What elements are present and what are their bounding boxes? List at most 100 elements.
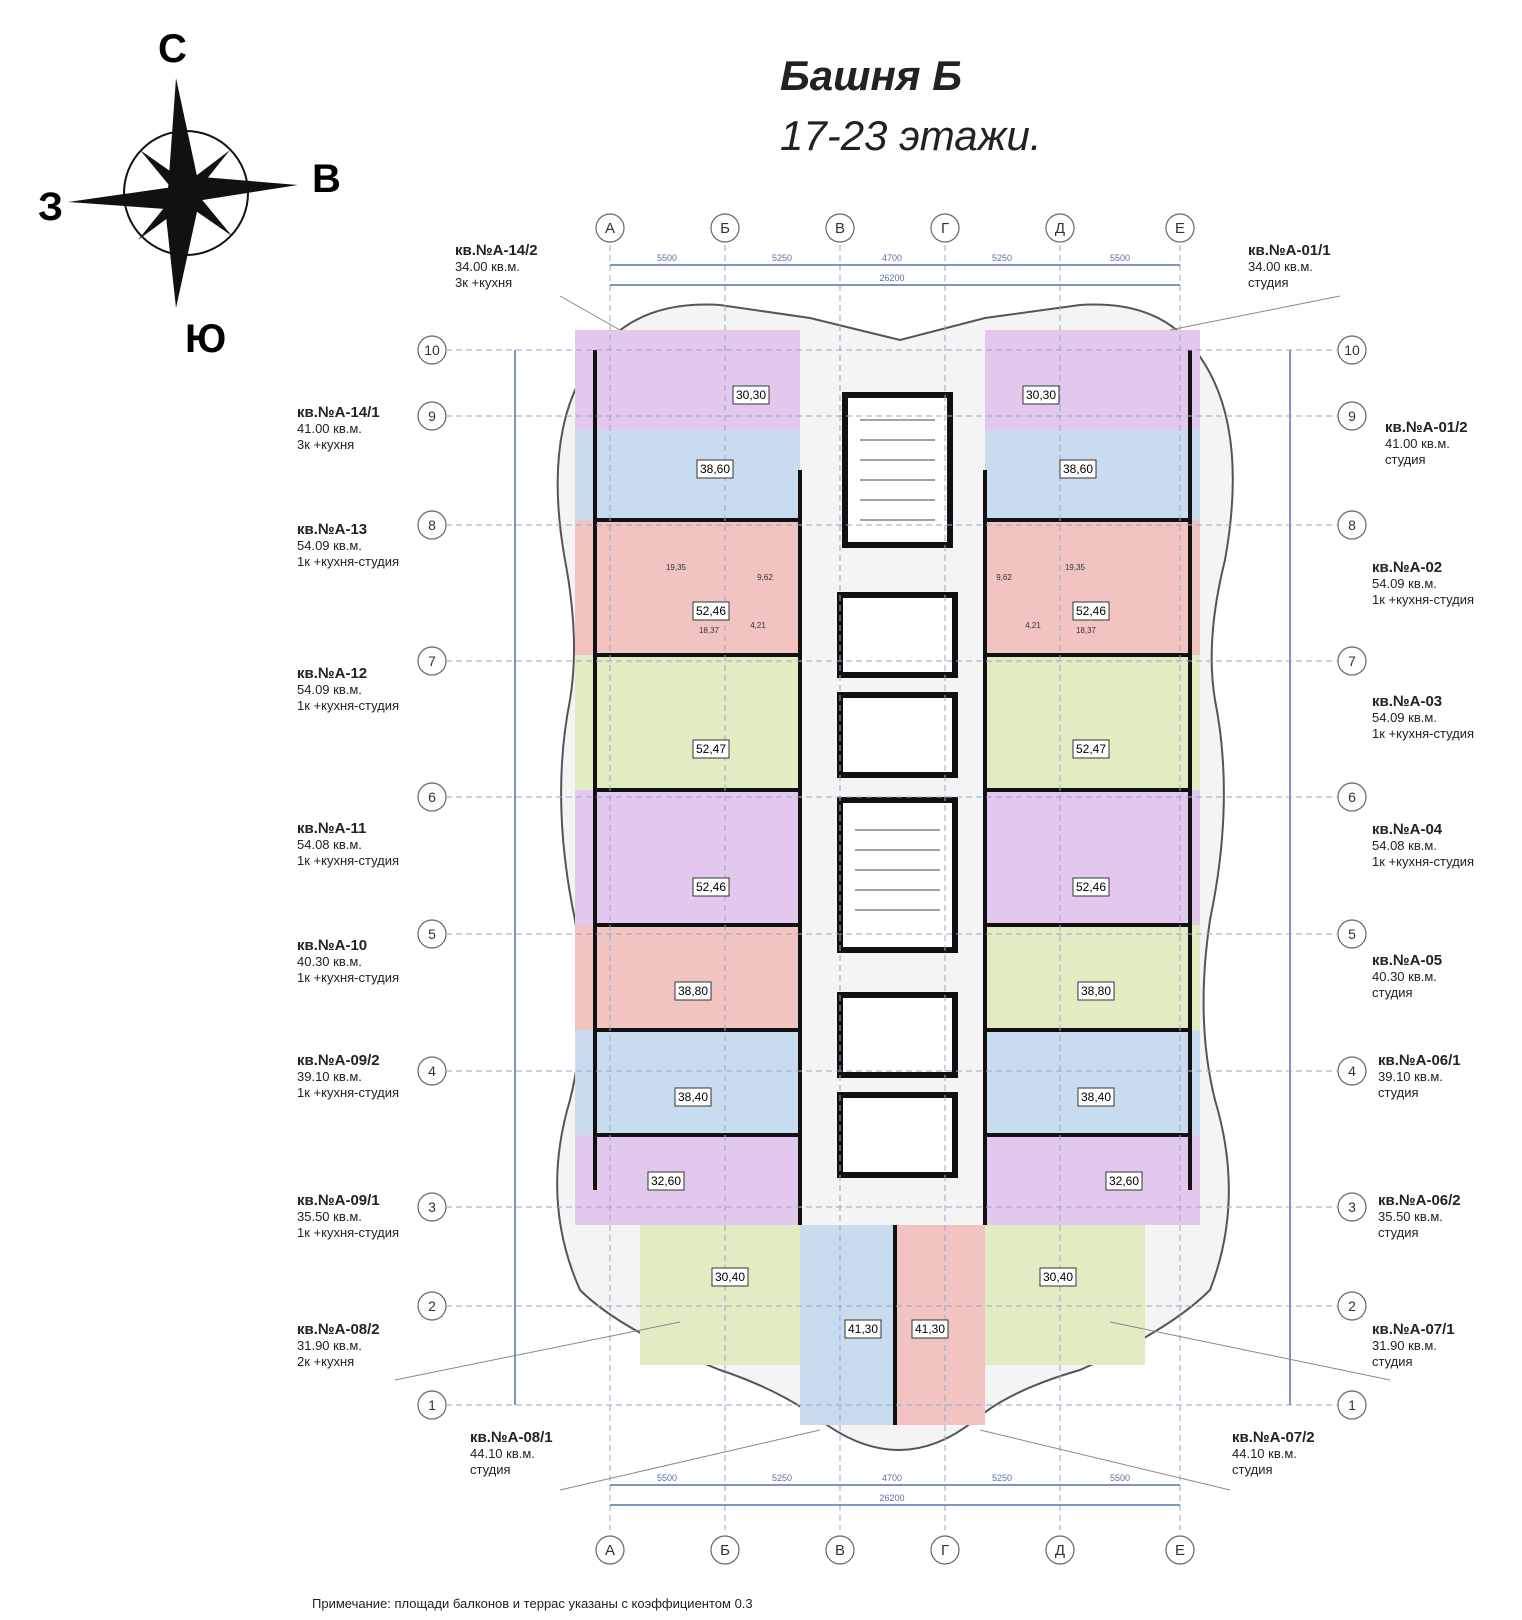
- row-axis-label: 8: [428, 517, 436, 533]
- footnote: Примечание: площади балконов и террас ук…: [312, 1596, 753, 1611]
- row-axis-lines: [446, 349, 1338, 1406]
- compass-south: Ю: [185, 317, 226, 361]
- room-area: 38,60: [700, 462, 730, 476]
- room-area: 52,46: [1076, 604, 1106, 618]
- row-axis-label: 2: [1348, 1298, 1356, 1314]
- row-axis-label: 10: [1344, 342, 1360, 358]
- dimension-segment: 5500: [1110, 253, 1130, 263]
- dimension-segment: 5500: [657, 253, 677, 263]
- col-axis-label: Д: [1055, 1542, 1065, 1559]
- row-axis-label: 1: [428, 1397, 436, 1413]
- sub-room-area: 18,37: [1076, 626, 1097, 635]
- row-axis-label: 3: [1348, 1199, 1356, 1215]
- sub-room-area: 9,62: [996, 573, 1012, 582]
- row-axis-label: 7: [1348, 653, 1356, 669]
- row-axis-label: 5: [1348, 926, 1356, 942]
- dimension-total: 26200: [879, 1493, 904, 1503]
- room-area: 32,60: [651, 1174, 681, 1188]
- room-area: 38,40: [1081, 1090, 1111, 1104]
- col-axis-label: Б: [720, 1542, 730, 1559]
- row-axis-label: 5: [428, 926, 436, 942]
- room-area: 41,30: [848, 1322, 878, 1336]
- row-axis-label: 10: [424, 342, 440, 358]
- row-axis-label: 3: [428, 1199, 436, 1215]
- leader-lines: [394, 295, 1391, 1491]
- row-axis-label: 8: [1348, 517, 1356, 533]
- room-area: 30,30: [736, 388, 766, 402]
- col-axis-label: Г: [941, 220, 949, 237]
- compass-north: С: [158, 27, 187, 71]
- room-area: 30,40: [715, 1270, 745, 1284]
- dimension-total: 26200: [879, 273, 904, 283]
- dimension-segment: 5250: [992, 253, 1012, 263]
- room-area: 52,46: [696, 604, 726, 618]
- room-area: 38,80: [1081, 984, 1111, 998]
- dimension-segment: 5250: [992, 1473, 1012, 1483]
- dimension-segment: 5250: [772, 253, 792, 263]
- col-axis-label: Б: [720, 220, 730, 237]
- room-area: 38,40: [678, 1090, 708, 1104]
- col-axis-label: Г: [941, 1542, 949, 1559]
- room-area: 38,60: [1063, 462, 1093, 476]
- col-axis-label: Д: [1055, 220, 1065, 237]
- row-axis-label: 4: [428, 1063, 436, 1079]
- compass-rose: [68, 78, 298, 308]
- row-axis-label: 6: [428, 789, 436, 805]
- col-axis-label: Е: [1175, 220, 1185, 237]
- sub-room-area: 4,21: [1025, 621, 1041, 630]
- dimension-segment: 5500: [1110, 1473, 1130, 1483]
- col-axis-label: В: [835, 220, 845, 237]
- col-axis-label: А: [605, 1542, 615, 1559]
- column-axis-markers: [595, 213, 1195, 1565]
- col-axis-label: Е: [1175, 1542, 1185, 1559]
- row-axis-label: 6: [1348, 789, 1356, 805]
- row-axis-label: 4: [1348, 1063, 1356, 1079]
- room-area: 30,30: [1026, 388, 1056, 402]
- sub-room-area: 19,35: [1065, 563, 1086, 572]
- dimension-segment: 5250: [772, 1473, 792, 1483]
- compass-west: З: [38, 185, 63, 229]
- sub-room-area: 18,37: [699, 626, 720, 635]
- right-units: [895, 330, 1200, 1425]
- sub-room-area: 9,62: [757, 573, 773, 582]
- col-axis-label: В: [835, 1542, 845, 1559]
- room-area: 38,80: [678, 984, 708, 998]
- page-title: Башня Б: [780, 52, 962, 99]
- page-subtitle: 17-23 этажи.: [780, 112, 1042, 159]
- dimension-segment: 4700: [882, 253, 902, 263]
- room-area: 52,47: [1076, 742, 1106, 756]
- dimension-lines: [514, 264, 1291, 1506]
- row-axis-label: 1: [1348, 1397, 1356, 1413]
- dimension-segment: 5500: [657, 1473, 677, 1483]
- row-axis-label: 9: [428, 408, 436, 424]
- left-units: [575, 330, 895, 1425]
- row-axis-label: 7: [428, 653, 436, 669]
- stairs: [855, 419, 940, 911]
- room-area-labels: 30,30 38,60 52,46 52,47 52,46 38,80 38,4…: [647, 385, 1143, 1339]
- row-axis-label: 9: [1348, 408, 1356, 424]
- room-area: 52,46: [696, 880, 726, 894]
- col-axis-label: А: [605, 220, 615, 237]
- room-area: 52,46: [1076, 880, 1106, 894]
- room-area: 30,40: [1043, 1270, 1073, 1284]
